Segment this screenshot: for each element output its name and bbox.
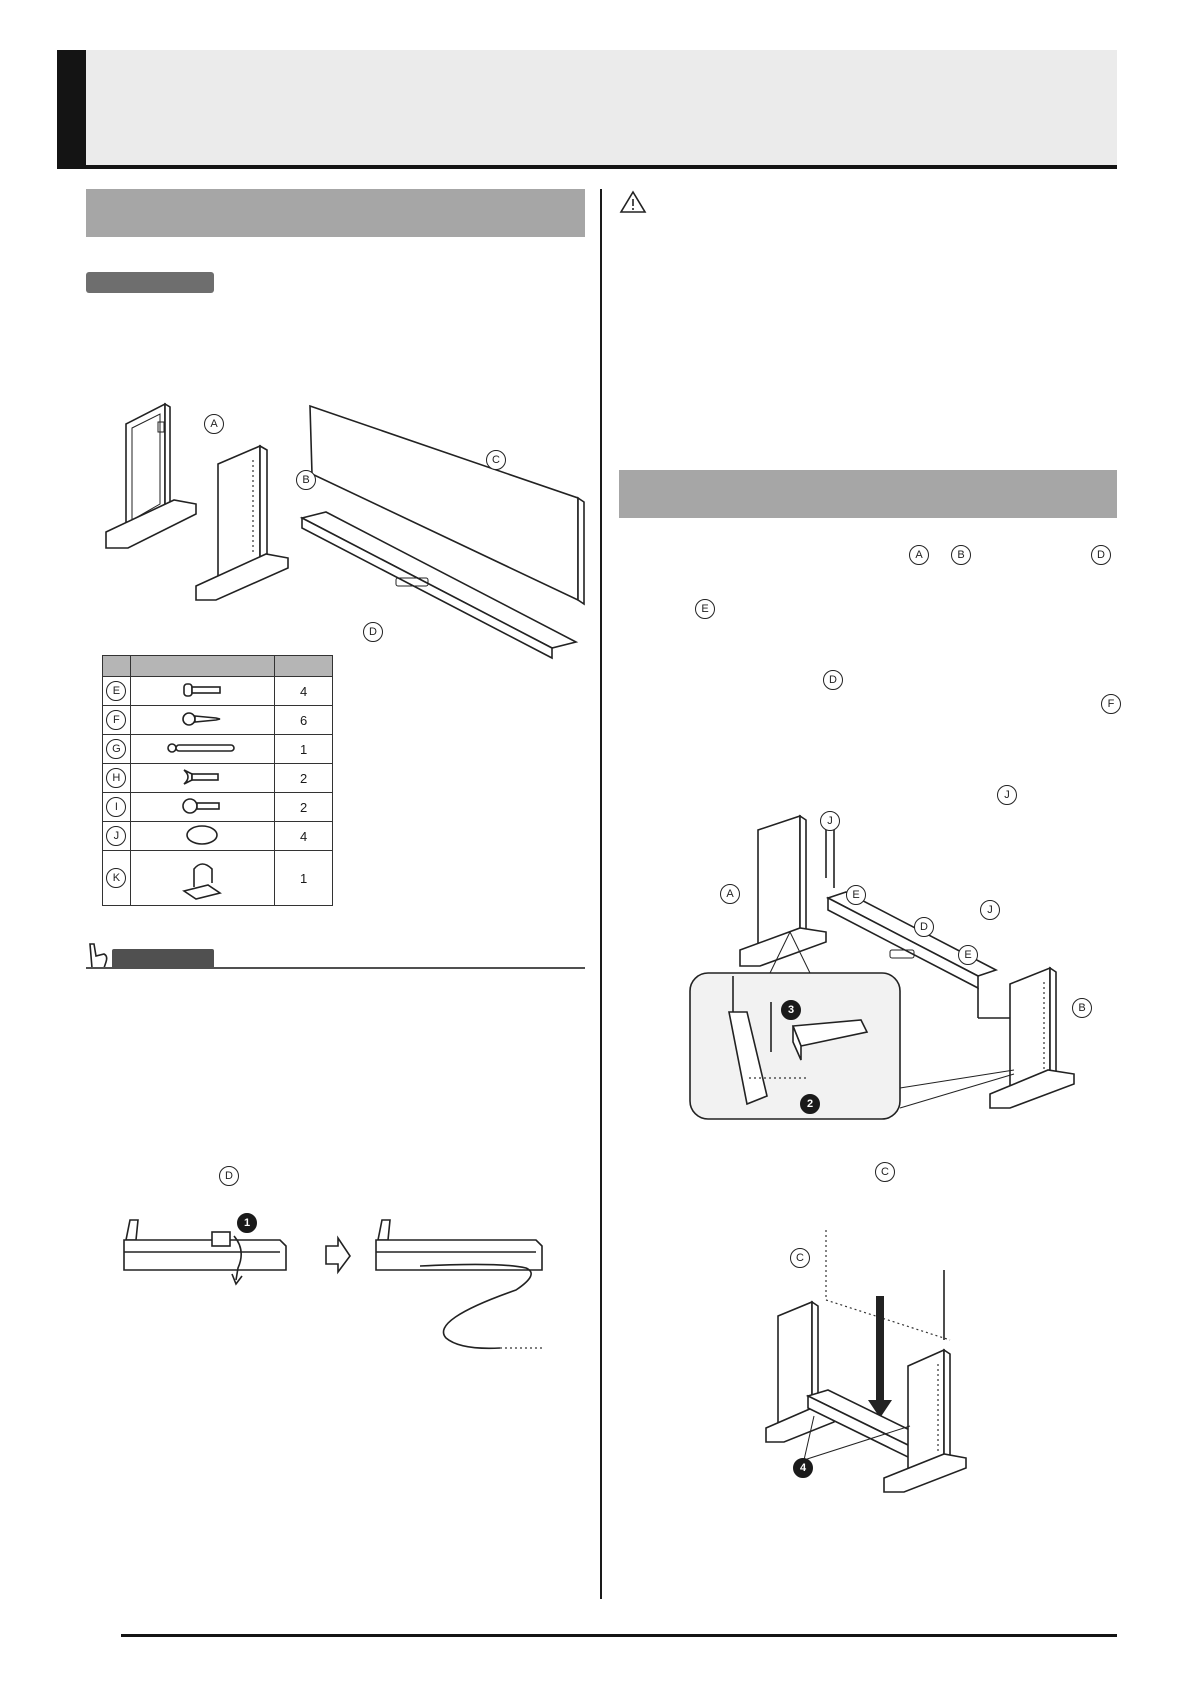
row-qty: 4 — [274, 676, 333, 706]
screw-icon — [182, 711, 221, 726]
row-qty: 2 — [274, 792, 333, 822]
ref-c: C — [875, 1162, 895, 1182]
note-header-bar — [112, 949, 214, 969]
wing-bolt-icon — [183, 768, 220, 785]
parts-drawing — [105, 402, 585, 660]
step-1: 1 — [237, 1213, 257, 1233]
ref-f: F — [1101, 694, 1121, 714]
row-key: E — [106, 681, 127, 701]
footer-rule — [121, 1634, 1117, 1637]
ref-b: B — [951, 545, 971, 565]
row-key: J — [106, 826, 127, 846]
label-c: C — [486, 450, 506, 470]
cap-icon — [186, 824, 219, 845]
table-row: F 6 — [102, 705, 333, 735]
label-c-2: C — [790, 1248, 810, 1268]
row-key: I — [106, 797, 127, 817]
label-a: A — [204, 414, 224, 434]
ref-d: D — [1091, 545, 1111, 565]
table-row: K 1 — [102, 850, 333, 906]
label-d-3: D — [914, 917, 934, 937]
detail-inset — [689, 972, 901, 1120]
pin-icon — [167, 742, 236, 753]
row-key: G — [106, 739, 127, 759]
header-band — [86, 50, 1117, 166]
assembly-drawing-2 — [765, 1230, 967, 1493]
cable-routing-drawing — [123, 1219, 544, 1350]
flange-screw-icon — [182, 797, 221, 814]
ref-j: J — [997, 785, 1017, 805]
parts-table-header — [102, 655, 333, 677]
row-qty: 4 — [274, 821, 333, 851]
row-key: K — [106, 868, 127, 888]
section-bar-right — [619, 470, 1117, 518]
label-d-ref: D — [219, 1166, 239, 1186]
row-key: F — [106, 710, 127, 730]
ref-d-2: D — [823, 670, 843, 690]
bolt-icon — [183, 682, 222, 697]
label-b-2: B — [1072, 998, 1092, 1018]
note-rule — [86, 967, 585, 969]
label-j-1: J — [820, 811, 840, 831]
row-qty: 6 — [274, 705, 333, 735]
pointing-hand-icon — [89, 943, 108, 969]
ref-a: A — [909, 545, 929, 565]
row-qty: 2 — [274, 763, 333, 793]
header-rule — [57, 165, 1117, 169]
row-qty: 1 — [274, 734, 333, 764]
cable-clip-icon — [182, 862, 223, 900]
table-row: G 1 — [102, 734, 333, 764]
warning-icon — [619, 190, 647, 213]
label-e-1: E — [846, 885, 866, 905]
header-black-block — [57, 50, 86, 169]
label-a-2: A — [720, 884, 740, 904]
assembly-drawing-1 — [739, 814, 1075, 1109]
section-bar-left — [86, 189, 585, 237]
ref-e: E — [695, 599, 715, 619]
column-divider — [600, 189, 602, 1599]
subsection-tag — [86, 272, 214, 293]
row-qty: 1 — [274, 850, 333, 906]
label-j-2: J — [980, 900, 1000, 920]
parts-table: E 4 F 6 G 1 H 2 I 2 J 4 K 1 — [102, 655, 333, 906]
table-row: J 4 — [102, 821, 333, 851]
table-row: I 2 — [102, 792, 333, 822]
label-d: D — [363, 622, 383, 642]
step-2: 2 — [800, 1094, 820, 1114]
label-e-2: E — [958, 945, 978, 965]
row-key: H — [106, 768, 127, 788]
label-b: B — [296, 470, 316, 490]
step-4: 4 — [793, 1458, 813, 1478]
step-3: 3 — [781, 1000, 801, 1020]
table-row: H 2 — [102, 763, 333, 793]
table-row: E 4 — [102, 676, 333, 706]
